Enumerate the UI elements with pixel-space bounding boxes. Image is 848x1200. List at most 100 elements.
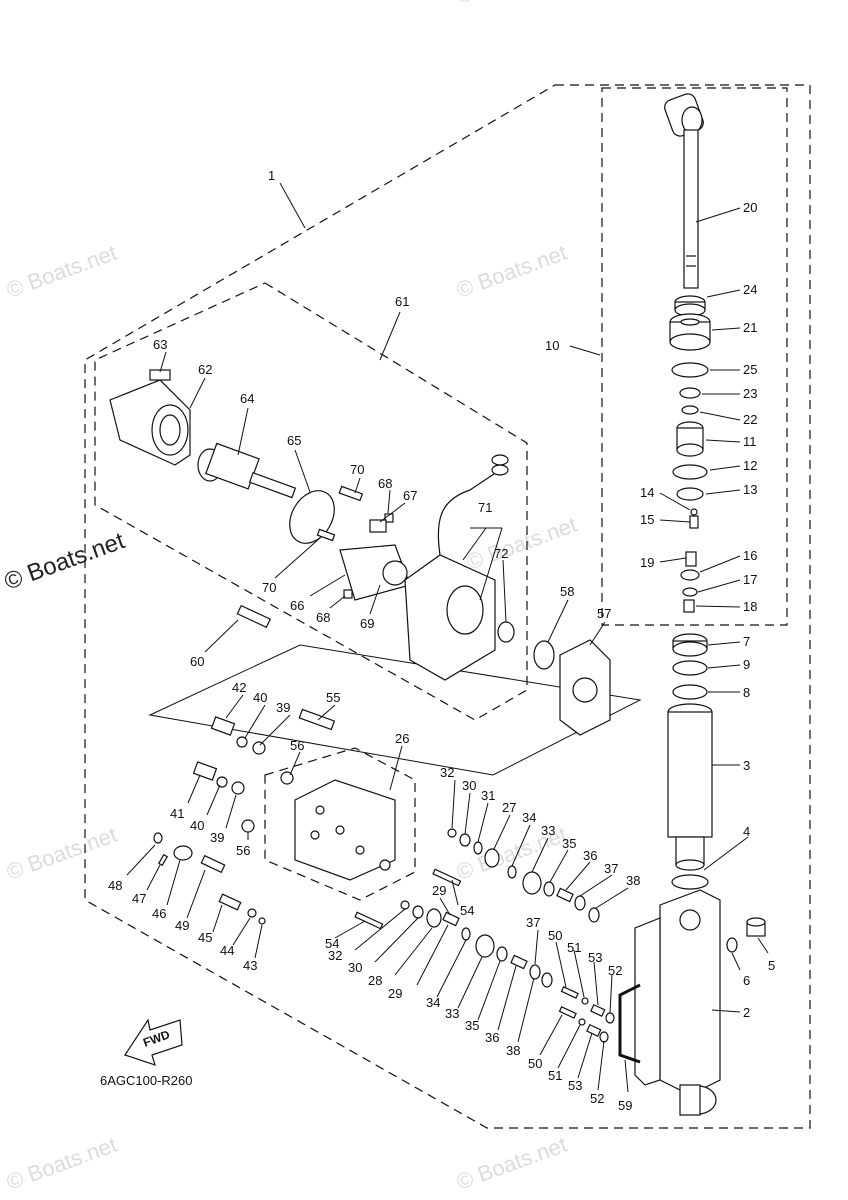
callout-4: 4 xyxy=(743,824,750,839)
callout-57: 57 xyxy=(597,606,611,621)
callout-52: 52 xyxy=(608,963,622,978)
spring xyxy=(218,893,242,911)
callout-68: 68 xyxy=(316,610,330,625)
oil-seal xyxy=(497,621,515,643)
callout-35: 35 xyxy=(465,1018,479,1033)
outline-valve-group xyxy=(148,644,642,776)
o-ring xyxy=(672,464,708,480)
pin xyxy=(689,515,699,529)
motor-housing xyxy=(109,379,191,466)
callout-54: 54 xyxy=(460,903,474,918)
screw xyxy=(683,599,695,613)
washer xyxy=(459,833,471,847)
callout-10: 10 xyxy=(545,338,559,353)
callout-12: 12 xyxy=(743,458,757,473)
piston xyxy=(676,421,704,457)
callout-8: 8 xyxy=(743,685,750,700)
callout-17: 17 xyxy=(743,572,757,587)
outline-assembly-26 xyxy=(264,747,416,901)
callout-29: 29 xyxy=(388,986,402,1001)
outline-assembly-61 xyxy=(94,282,528,721)
callout-50: 50 xyxy=(548,928,562,943)
callout-40: 40 xyxy=(253,690,267,705)
callout-68: 68 xyxy=(378,476,392,491)
ball-seat xyxy=(216,776,228,788)
pin xyxy=(432,868,462,887)
outline-assembly-1 xyxy=(84,84,811,1129)
pin xyxy=(157,853,169,867)
armature xyxy=(197,442,297,499)
ball xyxy=(578,1018,586,1026)
callout-50: 50 xyxy=(528,1056,542,1071)
callout-15: 15 xyxy=(640,512,654,527)
o-ring xyxy=(605,1012,615,1024)
plug xyxy=(746,917,766,937)
brush-holder xyxy=(369,519,387,533)
ball xyxy=(258,917,266,925)
spring xyxy=(210,716,236,736)
o-ring xyxy=(681,405,699,415)
o-ring xyxy=(682,587,698,597)
brush-plate xyxy=(339,544,411,601)
callout-labels: 1 2 3 4 5 6 7 8 9 10 11 12 13 14 15 16 1… xyxy=(108,168,775,1113)
ball xyxy=(690,508,698,516)
bushing xyxy=(674,295,706,317)
ball-seat xyxy=(236,736,248,748)
plug xyxy=(231,781,245,795)
callout-65: 65 xyxy=(287,433,301,448)
valve-piston xyxy=(173,845,193,861)
callout-53: 53 xyxy=(568,1078,582,1093)
o-ring xyxy=(507,865,517,879)
leader-lines xyxy=(126,182,769,1093)
o-ring xyxy=(672,684,708,700)
callout-38: 38 xyxy=(506,1043,520,1058)
spring xyxy=(200,854,226,874)
spring xyxy=(586,1023,602,1037)
callout-48: 48 xyxy=(108,878,122,893)
screw xyxy=(338,485,364,502)
pin xyxy=(560,986,579,999)
callout-2: 2 xyxy=(743,1005,750,1020)
watermark: © Boats.net xyxy=(453,0,570,9)
callout-36: 36 xyxy=(485,1030,499,1045)
callout-43: 43 xyxy=(243,958,257,973)
callout-23: 23 xyxy=(743,386,757,401)
cylinder-body xyxy=(634,889,721,1116)
callout-30: 30 xyxy=(462,778,476,793)
bracket-outline xyxy=(148,644,642,776)
callout-61: 61 xyxy=(395,294,409,309)
screw xyxy=(316,528,336,542)
ball xyxy=(247,908,257,918)
ring xyxy=(672,660,708,676)
callout-33: 33 xyxy=(445,1006,459,1021)
callout-20: 20 xyxy=(743,200,757,215)
callout-22: 22 xyxy=(743,412,757,427)
o-ring xyxy=(574,895,586,911)
callout-47: 47 xyxy=(132,891,146,906)
callout-72: 72 xyxy=(494,546,508,561)
o-ring xyxy=(153,832,163,844)
spring xyxy=(590,1003,606,1017)
callout-51: 51 xyxy=(567,940,581,955)
watermark: © Boats.net xyxy=(463,512,580,575)
watermark: © Boats.net xyxy=(453,240,570,303)
callout-70: 70 xyxy=(350,462,364,477)
watermark: © Boats.net xyxy=(3,822,120,885)
callout-9: 9 xyxy=(743,657,750,672)
callout-33: 33 xyxy=(541,823,555,838)
callout-25: 25 xyxy=(743,362,757,377)
clip xyxy=(400,900,410,910)
o-ring xyxy=(461,927,471,941)
callout-27: 27 xyxy=(502,800,516,815)
washer xyxy=(496,946,508,962)
callout-6: 6 xyxy=(743,973,750,988)
gasket xyxy=(559,639,611,736)
plug xyxy=(252,741,266,755)
callout-18: 18 xyxy=(743,599,757,614)
callout-60: 60 xyxy=(190,654,204,669)
brush xyxy=(343,589,353,599)
callout-32: 32 xyxy=(440,765,454,780)
callout-11: 11 xyxy=(743,434,757,449)
callout-56: 56 xyxy=(290,738,304,753)
